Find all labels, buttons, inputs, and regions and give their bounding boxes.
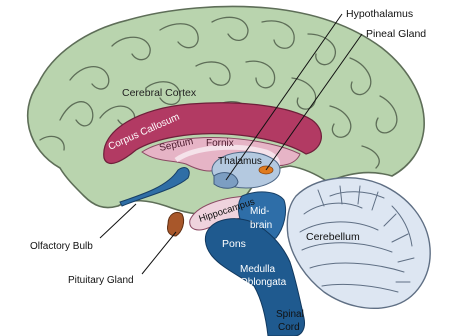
leader-olfactory: [100, 204, 136, 238]
label-pons: Pons: [222, 238, 246, 250]
label-thalamus: Thalamus: [218, 156, 262, 167]
label-pituitary-gland: Pituitary Gland: [68, 275, 134, 286]
label-midbrain-line2: brain: [250, 220, 272, 231]
label-pineal-gland: Pineal Gland: [366, 28, 426, 40]
label-midbrain-line1: Mid-: [250, 206, 269, 217]
leader-pituitary: [142, 232, 176, 274]
label-medulla-line2: Oblongata: [240, 277, 287, 288]
label-olfactory-bulb: Olfactory Bulb: [30, 241, 93, 252]
label-fornix: Fornix: [206, 138, 234, 149]
label-cerebral-cortex: Cerebral Cortex: [122, 87, 197, 99]
label-spinal-line2: Cord: [278, 322, 300, 333]
label-cerebellum: Cerebellum: [306, 231, 360, 243]
label-spinal-line1: Spinal: [276, 309, 304, 320]
label-medulla-line1: Medulla: [240, 264, 275, 275]
label-hypothalamus: Hypothalamus: [346, 8, 413, 20]
